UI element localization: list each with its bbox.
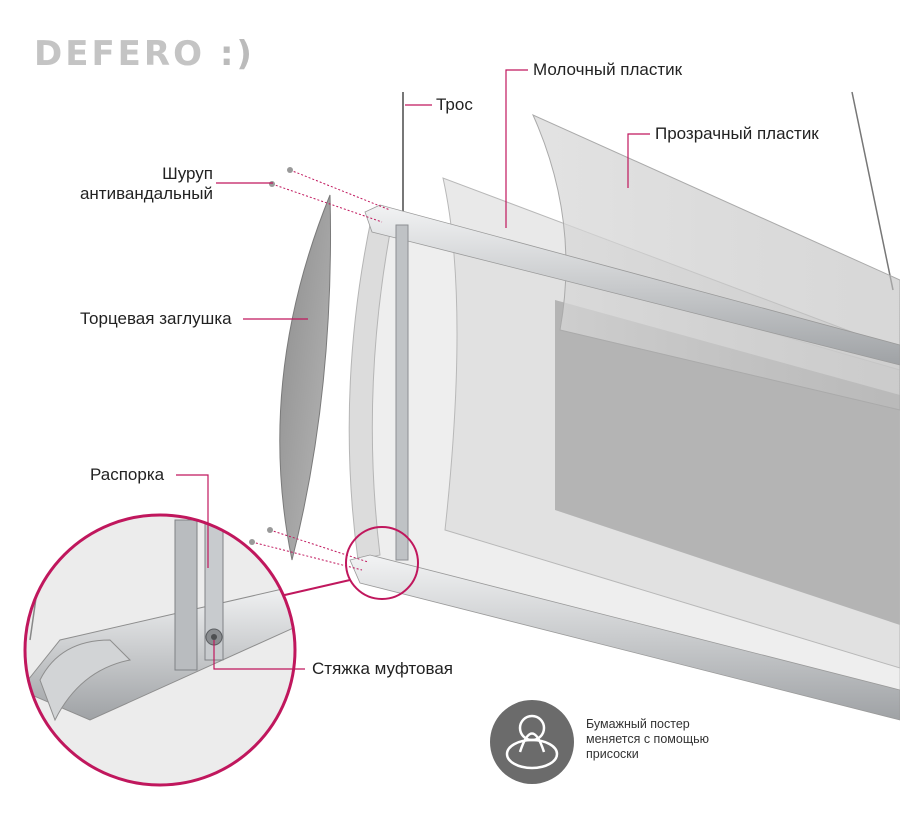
leader-clear: [627, 133, 650, 188]
label-clear-plastic: Прозрачный пластик: [655, 124, 819, 143]
label-spacer: Распорка: [90, 465, 165, 484]
leader-coupling: [213, 640, 305, 670]
spacer-bar: [395, 224, 409, 561]
suction-note: Бумажный постер меняется с помощью присо…: [586, 717, 756, 762]
note-line-1: Бумажный постер: [586, 717, 690, 731]
label-screw-line2: антивандальный: [79, 184, 213, 203]
label-milk-plastic: Молочный пластик: [533, 60, 683, 79]
leader-spacer: [176, 474, 209, 568]
screw-top: [269, 167, 391, 223]
note-line-2: меняется с помощью: [586, 732, 709, 746]
logo-text: DEFERO: [34, 34, 205, 74]
front-cover: [348, 214, 393, 561]
suction-cup-icon: [490, 700, 574, 784]
screw-bottom: [249, 527, 369, 571]
brand-logo: DEFERO :): [34, 34, 255, 74]
label-cable: Трос: [436, 95, 473, 114]
cable-right: [851, 91, 894, 291]
logo-smile: :): [219, 34, 255, 74]
label-screw-line1: Шуруп: [162, 164, 213, 183]
milk-plastic-sheet: [442, 177, 900, 669]
bottom-rail: [349, 554, 900, 721]
label-coupling: Стяжка муфтовая: [312, 659, 453, 678]
leader-milk: [505, 69, 528, 228]
zoom-ring: [23, 513, 297, 787]
detail-marker-circle: [345, 526, 419, 600]
zoom-detail: [25, 515, 295, 785]
top-rail: [364, 204, 900, 366]
label-screw: Шуруп антивандальный: [58, 164, 213, 204]
end-cap: [279, 194, 332, 561]
label-end-cap: Торцевая заглушка: [80, 309, 232, 328]
note-line-3: присоски: [586, 747, 639, 761]
